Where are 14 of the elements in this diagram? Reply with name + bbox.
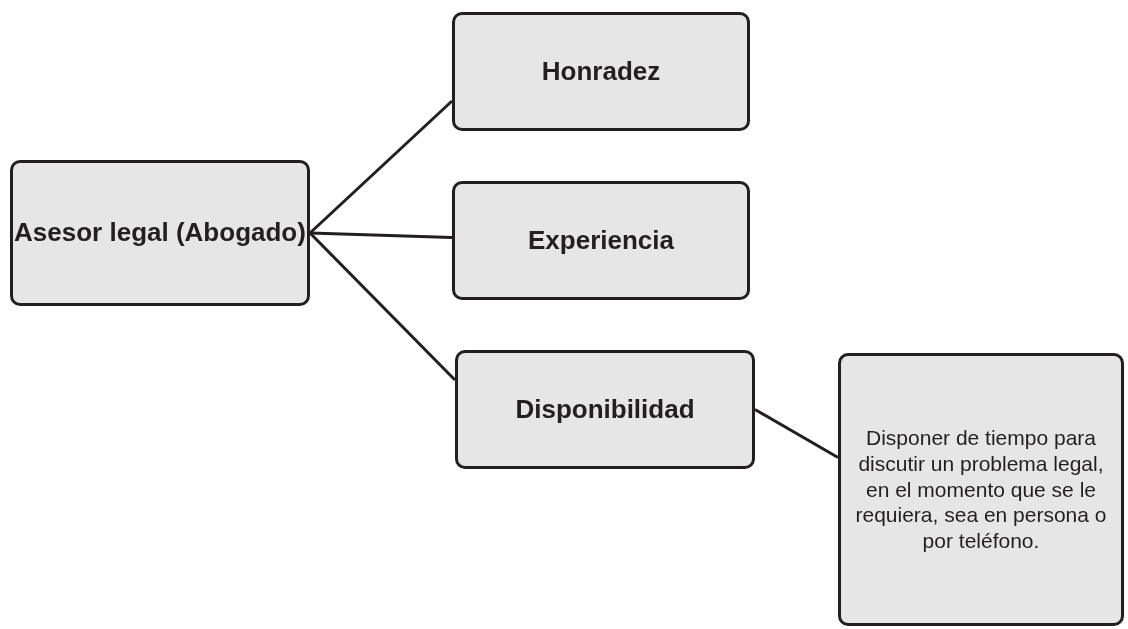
concept-box <box>455 350 755 469</box>
description-box <box>838 353 1124 626</box>
node-label: Disponer de tiempo para discutir un problema legal, en el momento que se le requiera, sea en persona o por teléfono. <box>854 425 1108 554</box>
connector-line <box>308 231 457 382</box>
connector-line <box>754 408 839 459</box>
connector-line <box>308 99 454 235</box>
concept-box <box>452 12 750 131</box>
concept-box <box>452 181 750 300</box>
node-label: Experiencia <box>528 224 674 257</box>
concept-box <box>10 160 310 306</box>
node-label: Disponibilidad <box>515 393 695 426</box>
node-label: Honradez <box>541 55 661 88</box>
connector-line <box>309 231 453 239</box>
node-label: Asesor legal (Abogado) <box>14 217 306 249</box>
